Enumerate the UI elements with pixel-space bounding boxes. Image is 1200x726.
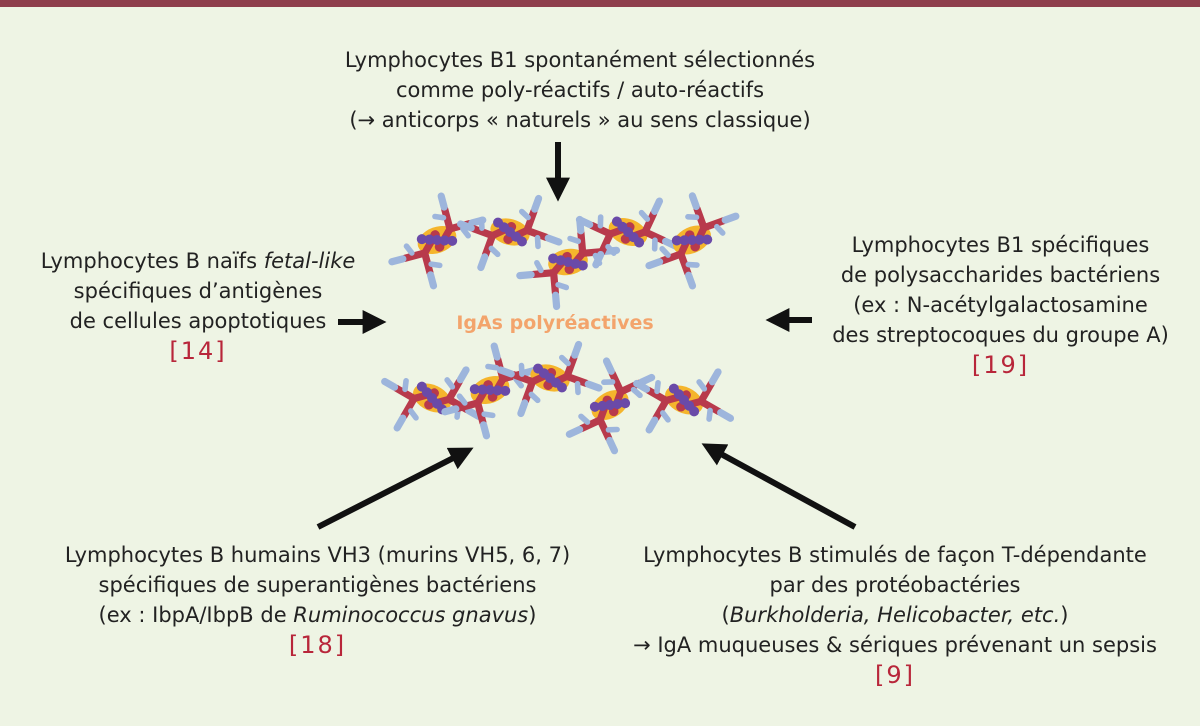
bottom-right-line-2: par des protéobactéries xyxy=(769,573,1021,597)
left-reference: [14] xyxy=(169,337,227,365)
top-source-text: Lymphocytes B1 spontanément sélectionnés… xyxy=(300,45,860,135)
top-border-bar xyxy=(0,0,1200,7)
bottom-right-line-3-a: ( xyxy=(721,603,730,627)
right-reference: [19] xyxy=(971,351,1030,379)
bottom-right-line-3: (Burkholderia, Helicobacter, etc.) xyxy=(605,600,1185,630)
top-line-2: comme poly-réactifs / auto-réactifs xyxy=(395,78,765,102)
center-label: IgAs polyréactives xyxy=(456,312,654,334)
arrow-bottom-left xyxy=(316,447,474,530)
bottom-right-line-3-c: ) xyxy=(1060,603,1069,627)
left-line-1: Lymphocytes B naïfs fetal-like xyxy=(12,246,384,276)
right-line-1: Lymphocytes B1 spécifiques xyxy=(851,233,1150,257)
top-line-1: Lymphocytes B1 spontanément sélectionnés xyxy=(344,48,816,72)
right-line-2: de polysaccharides bactériens xyxy=(840,263,1161,287)
left-line-2: spécifiques d’antigènes xyxy=(73,279,323,303)
left-line-1-a: Lymphocytes B naïfs xyxy=(40,249,264,273)
bottom-right-line-3-italic: Burkholderia, Helicobacter, etc. xyxy=(729,603,1061,627)
left-line-1-italic: fetal-like xyxy=(263,249,356,273)
bottom-left-source-text: Lymphocytes B humains VH3 (murins VH5, 6… xyxy=(40,540,595,660)
bottom-left-line-3: (ex : IbpA/IbpB de Ruminococcus gnavus) xyxy=(40,600,595,630)
bottom-right-line-1: Lymphocytes B stimulés de façon T-dépend… xyxy=(643,543,1147,567)
bottom-left-reference: [18] xyxy=(288,631,347,659)
bottom-left-line-1: Lymphocytes B humains VH3 (murins VH5, 6… xyxy=(64,543,571,567)
bottom-right-reference: [9] xyxy=(875,661,915,689)
bottom-left-line-2: spécifiques de superantigènes bactériens xyxy=(98,573,537,597)
bottom-left-line-3-italic: Ruminococcus gnavus xyxy=(293,603,529,627)
arrows xyxy=(316,142,857,530)
right-line-3: (ex : N-acétylgalactosamine xyxy=(853,293,1148,317)
bottom-right-line-4: → IgA muqueuses & sériques prévenant un … xyxy=(633,633,1157,657)
top-line-3: (→ anticorps « naturels » au sens classi… xyxy=(349,108,811,132)
right-source-text: Lymphocytes B1 spécifiques de polysaccha… xyxy=(808,230,1193,380)
lower-antibody-cluster xyxy=(369,327,746,466)
bottom-left-line-3-c: ) xyxy=(528,603,537,627)
left-line-3: de cellules apoptotiques xyxy=(69,309,327,333)
right-line-4: des streptocoques du groupe A) xyxy=(832,323,1169,347)
bottom-left-line-3-a: (ex : IbpA/IbpB de xyxy=(98,603,294,627)
bottom-right-source-text: Lymphocytes B stimulés de façon T-dépend… xyxy=(605,540,1185,690)
upper-antibody-cluster xyxy=(377,178,755,312)
left-source-text: Lymphocytes B naïfs fetal-like spécifiqu… xyxy=(12,246,384,366)
arrow-bottom-right xyxy=(701,443,857,530)
